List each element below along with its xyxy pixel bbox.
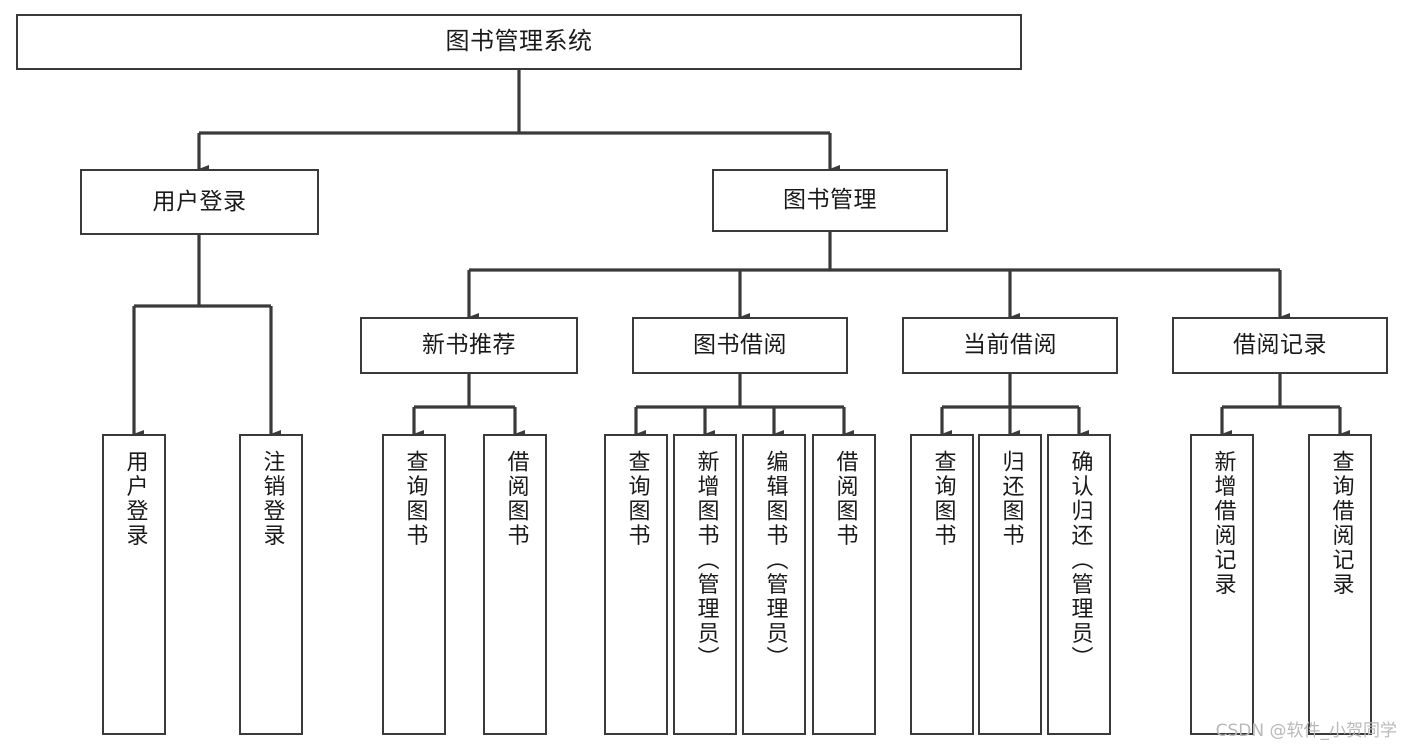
node-leaf-query-record[interactable]: 查询借阅记录 <box>1308 434 1372 735</box>
node-label: 注销登录 <box>259 450 285 548</box>
node-leaf-return-book[interactable]: 归还图书 <box>978 434 1042 735</box>
watermark-text: CSDN @软件_小贺同学 <box>1215 721 1397 741</box>
node-label: 图书管理 <box>783 187 877 214</box>
node-label: 新增图书（管理员） <box>693 450 719 671</box>
node-label: 借阅图书 <box>503 450 529 548</box>
node-current-borrow[interactable]: 当前借阅 <box>902 317 1118 374</box>
node-label: 当前借阅 <box>963 332 1057 359</box>
node-label: 确认归还（管理员） <box>1067 450 1093 671</box>
node-root-system[interactable]: 图书管理系统 <box>16 14 1022 70</box>
node-label: 借阅图书 <box>832 450 858 548</box>
node-leaf-add-book-admin[interactable]: 新增图书（管理员） <box>673 434 737 735</box>
node-leaf-borrow-book-1[interactable]: 借阅图书 <box>483 434 547 735</box>
node-leaf-add-record[interactable]: 新增借阅记录 <box>1190 434 1254 735</box>
node-label: 查询图书 <box>930 450 956 548</box>
node-new-book-recommend[interactable]: 新书推荐 <box>360 317 578 374</box>
node-label: 借阅记录 <box>1233 332 1327 359</box>
node-label: 图书管理系统 <box>445 27 593 56</box>
node-label: 图书借阅 <box>693 332 787 359</box>
node-label: 归还图书 <box>998 450 1024 548</box>
node-book-borrow[interactable]: 图书借阅 <box>632 317 848 374</box>
node-leaf-edit-book-admin[interactable]: 编辑图书（管理员） <box>742 434 806 735</box>
node-leaf-query-book-1[interactable]: 查询图书 <box>382 434 446 735</box>
node-book-manage[interactable]: 图书管理 <box>712 169 948 232</box>
node-label: 用户登录 <box>152 188 247 215</box>
node-leaf-user-login[interactable]: 用户登录 <box>102 434 166 735</box>
node-borrow-record[interactable]: 借阅记录 <box>1172 317 1388 374</box>
node-leaf-query-book-2[interactable]: 查询图书 <box>604 434 668 735</box>
node-label: 用户登录 <box>122 450 148 548</box>
node-label: 查询图书 <box>624 450 650 548</box>
node-user-login[interactable]: 用户登录 <box>80 169 319 235</box>
node-leaf-borrow-book-2[interactable]: 借阅图书 <box>812 434 876 735</box>
node-label: 新书推荐 <box>422 332 516 359</box>
node-leaf-query-book-3[interactable]: 查询图书 <box>910 434 974 735</box>
node-label: 查询图书 <box>402 450 428 548</box>
node-label: 编辑图书（管理员） <box>762 450 788 671</box>
node-leaf-logout-login[interactable]: 注销登录 <box>239 434 303 735</box>
node-label: 新增借阅记录 <box>1210 450 1236 597</box>
node-leaf-confirm-return-admin[interactable]: 确认归还（管理员） <box>1047 434 1111 735</box>
node-label: 查询借阅记录 <box>1328 450 1354 597</box>
